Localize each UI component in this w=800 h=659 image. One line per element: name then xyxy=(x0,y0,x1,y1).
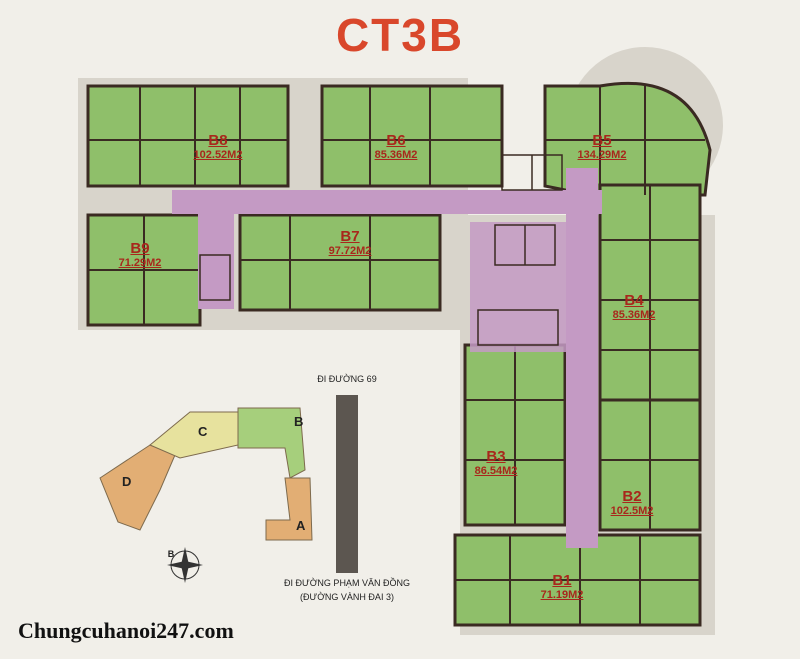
compass-letter: B xyxy=(167,549,175,559)
unit-label-b5: B5 134.29M2 xyxy=(562,132,642,162)
unit-code: B4 xyxy=(624,292,644,309)
apartment-rooms xyxy=(86,81,712,627)
block-a-shape xyxy=(265,477,313,541)
site-block-b-label: B xyxy=(294,414,304,429)
unit-label-b6: B6 85.36M2 xyxy=(356,132,436,162)
unit-label-b9: B9 71.29M2 xyxy=(100,240,180,270)
block-c-shape xyxy=(149,411,239,459)
site-plan xyxy=(99,395,358,583)
unit-code: B8 xyxy=(208,132,228,149)
unit-label-b4: B4 85.36M2 xyxy=(594,292,674,322)
unit-b8-rooms xyxy=(86,84,290,188)
watermark-text: Chungcuhanoi247.com xyxy=(18,618,234,643)
site-block-c-label: C xyxy=(198,424,208,439)
room-dividers xyxy=(88,86,705,625)
unit-area: 85.36M2 xyxy=(612,309,656,321)
unit-label-b2: B2 102.5M2 xyxy=(592,488,672,518)
road-bottom-line1: ĐI ĐƯỜNG PHẠM VĂN ĐỒNG xyxy=(284,578,410,588)
unit-code: B2 xyxy=(622,488,642,505)
site-block-a-label: A xyxy=(296,518,306,533)
unit-b6-rooms xyxy=(320,84,504,188)
unit-area: 86.54M2 xyxy=(474,465,518,477)
unit-area: 102.5M2 xyxy=(610,505,654,517)
road-bottom-line2: (ĐƯỜNG VÀNH ĐAI 3) xyxy=(300,592,394,602)
core-elements xyxy=(199,154,563,346)
unit-label-b8: B8 102.52M2 xyxy=(178,132,258,162)
unit-area: 134.29M2 xyxy=(577,149,627,161)
unit-area: 85.36M2 xyxy=(374,149,418,161)
unit-code: B6 xyxy=(386,132,406,149)
road-bar xyxy=(336,395,358,573)
unit-area: 102.52M2 xyxy=(193,149,243,161)
building-title: CT3B xyxy=(335,9,465,61)
unit-label-b3: B3 86.54M2 xyxy=(456,448,536,478)
unit-b7-rooms xyxy=(238,213,442,312)
unit-code: B1 xyxy=(552,572,572,589)
unit-code: B5 xyxy=(592,132,612,149)
unit-area: 97.72M2 xyxy=(328,245,372,257)
unit-area: 71.29M2 xyxy=(118,257,162,269)
unit-code: B3 xyxy=(486,448,506,465)
block-d-shape xyxy=(99,444,176,531)
road-bottom-label: ĐI ĐƯỜNG PHẠM VĂN ĐỒNG (ĐƯỜNG VÀNH ĐAI 3… xyxy=(262,578,432,602)
unit-label-b1: B1 71.19M2 xyxy=(522,572,602,602)
site-block-d-label: D xyxy=(122,474,132,489)
unit-code: B7 xyxy=(340,228,360,245)
road-top-label: ĐI ĐƯỜNG 69 xyxy=(317,374,377,384)
compass-icon xyxy=(167,547,203,583)
unit-code: B9 xyxy=(130,240,150,257)
corridor xyxy=(172,168,602,548)
unit-label-b7: B7 97.72M2 xyxy=(310,228,390,258)
unit-area: 71.19M2 xyxy=(540,589,584,601)
